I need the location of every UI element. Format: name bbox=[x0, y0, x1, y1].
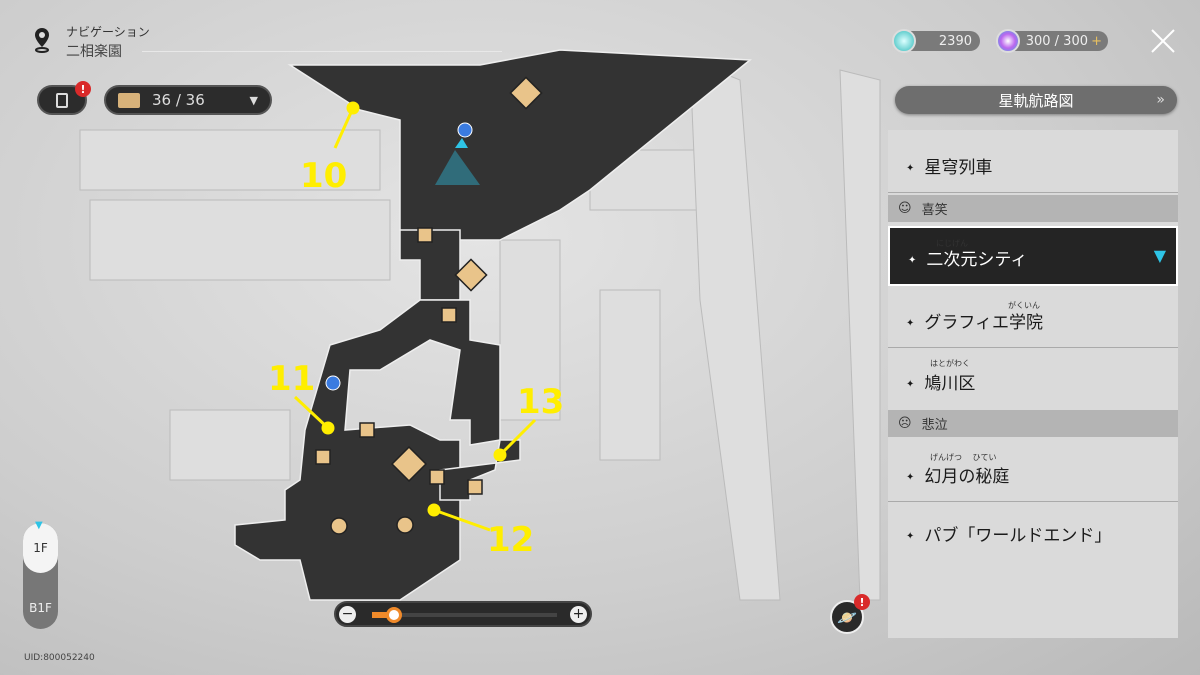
alert-badge: ! bbox=[75, 81, 91, 97]
add-power-button[interactable]: + bbox=[1091, 33, 1102, 49]
location-item[interactable]: げんげつ ひてい ✦ 幻月の秘庭 bbox=[888, 438, 1178, 502]
bag-icon bbox=[315, 449, 331, 465]
location-item[interactable]: はとがわく ✦ 鳩川区 bbox=[888, 348, 1178, 408]
space-anchor-icon bbox=[457, 122, 473, 138]
sparkle-icon: ✦ bbox=[906, 163, 915, 174]
location-item[interactable]: がくいん ✦ グラフィエ学院 bbox=[888, 290, 1178, 348]
location-label: 二次元シティ bbox=[926, 250, 1028, 270]
group-label: 悲泣 bbox=[921, 418, 948, 433]
annotation-dot bbox=[427, 503, 441, 517]
planet-icon: 🪐 bbox=[837, 607, 857, 627]
star-rail-map-button[interactable]: 星軌航路図 » bbox=[895, 86, 1177, 114]
annotation-11: 11 bbox=[268, 359, 315, 399]
location-label: パブ「ワールドエンド」 bbox=[924, 526, 1112, 546]
annotation-13: 13 bbox=[517, 382, 564, 422]
alert-badge: ! bbox=[854, 594, 870, 610]
stellar-jade-value: 2390 bbox=[938, 33, 972, 49]
bag-icon bbox=[467, 479, 483, 495]
sparkle-icon: ✦ bbox=[906, 318, 915, 329]
building-block bbox=[89, 199, 391, 281]
mission-log-button[interactable]: ! bbox=[37, 81, 91, 115]
sparkle-icon: ✦ bbox=[906, 379, 915, 390]
treasure-chest-icon bbox=[118, 92, 140, 108]
shop-icon bbox=[441, 307, 457, 323]
stellar-jade-counter[interactable]: 2390 bbox=[892, 29, 980, 53]
annotation-12: 12 bbox=[487, 520, 534, 560]
planet-button[interactable]: 🪐! bbox=[830, 594, 870, 634]
npc-marker-icon bbox=[390, 445, 428, 483]
smile-face-icon: ☺ bbox=[898, 201, 912, 216]
ruby-text: げんげつ ひてい bbox=[930, 453, 997, 462]
building-block bbox=[499, 239, 561, 421]
chevron-down-icon: ▼ bbox=[249, 93, 258, 107]
npc-icon bbox=[396, 516, 414, 534]
location-label: 星穹列車 bbox=[924, 158, 993, 178]
player-view-cone bbox=[435, 150, 480, 185]
group-header-joy: ☺ 喜笑 bbox=[888, 195, 1178, 222]
zoom-slider[interactable]: − + bbox=[334, 601, 592, 627]
navigation-label: ナビゲーション bbox=[66, 25, 150, 39]
building-block bbox=[169, 409, 291, 481]
building-block bbox=[599, 289, 661, 461]
sparkle-icon: ✦ bbox=[906, 531, 915, 542]
ruby-text: はとがわく bbox=[930, 359, 970, 368]
current-floor-marker-icon: ▼ bbox=[35, 520, 43, 531]
annotation-dot bbox=[321, 421, 335, 435]
road bbox=[839, 69, 881, 601]
ruby-text: にじげん bbox=[936, 239, 968, 248]
npc-marker-icon bbox=[509, 76, 543, 110]
sad-face-icon: ☹ bbox=[898, 416, 912, 431]
divider bbox=[142, 51, 502, 52]
stellar-jade-icon bbox=[892, 29, 916, 53]
sparkle-icon: ✦ bbox=[908, 255, 917, 266]
clipboard-icon bbox=[56, 92, 68, 108]
location-item-selected[interactable]: にじげん ✦ 二次元シティ ▼ bbox=[888, 226, 1178, 286]
star-rail-map-label: 星軌航路図 bbox=[998, 91, 1074, 110]
zoom-handle[interactable] bbox=[386, 607, 403, 623]
exit-icon bbox=[429, 469, 445, 485]
location-label: 幻月の秘庭 bbox=[924, 467, 1010, 487]
floor-1f-button[interactable]: 1F bbox=[23, 523, 58, 573]
annotation-10: 10 bbox=[300, 156, 347, 196]
npc-marker-icon bbox=[454, 258, 488, 292]
double-chevron-right-icon: » bbox=[1156, 92, 1165, 108]
road bbox=[689, 59, 781, 601]
zoom-out-button[interactable]: − bbox=[339, 606, 356, 623]
space-anchor-icon bbox=[325, 375, 341, 391]
group-label: 喜笑 bbox=[921, 203, 948, 218]
group-header-sorrow: ☹ 悲泣 bbox=[888, 410, 1178, 437]
ruby-text: がくいん bbox=[1008, 301, 1040, 310]
trailblaze-power-value: 300 / 300 bbox=[1025, 33, 1088, 49]
location-label: グラフィエ学院 bbox=[924, 313, 1044, 333]
floor-selector[interactable]: ▼ 1F B1F bbox=[23, 520, 58, 629]
uid-label: UID:800052240 bbox=[24, 653, 95, 663]
location-item-astral-express[interactable]: ✦ 星穹列車 bbox=[888, 130, 1178, 193]
location-list[interactable]: ✦ 星穹列車 ☺ 喜笑 にじげん ✦ 二次元シティ ▼ がくいん ✦ グラフィエ学院 はとがわ… bbox=[888, 130, 1178, 638]
annotation-dot bbox=[346, 101, 360, 115]
zoom-track bbox=[372, 613, 557, 617]
floor-b1f-button[interactable]: B1F bbox=[29, 601, 52, 615]
chest-count: 36 / 36 bbox=[152, 91, 205, 109]
npc-icon bbox=[330, 517, 348, 535]
zoom-in-button[interactable]: + bbox=[570, 606, 587, 623]
location-pin-icon bbox=[35, 28, 49, 53]
trailblaze-power-counter[interactable]: 300 / 300 + bbox=[996, 29, 1108, 53]
sparkle-icon: ✦ bbox=[906, 472, 915, 483]
player-arrow-icon bbox=[455, 138, 468, 148]
close-icon[interactable] bbox=[1150, 28, 1176, 54]
walkable-area bbox=[234, 49, 752, 601]
trailblaze-power-icon bbox=[996, 29, 1020, 53]
zoom-track-fill bbox=[372, 612, 395, 618]
location-item[interactable]: ✦ パブ「ワールドエンド」 bbox=[888, 504, 1178, 560]
location-label: 鳩川区 bbox=[924, 374, 976, 394]
chest-icon bbox=[359, 422, 375, 438]
annotation-dot bbox=[493, 448, 507, 462]
building-block bbox=[79, 129, 381, 191]
chest-counter-dropdown[interactable]: 36 / 36 ▼ bbox=[104, 85, 272, 115]
puzzle-icon bbox=[417, 227, 433, 243]
current-location-marker-icon: ▼ bbox=[1153, 246, 1166, 265]
area-name: 二相楽園 bbox=[66, 44, 122, 60]
